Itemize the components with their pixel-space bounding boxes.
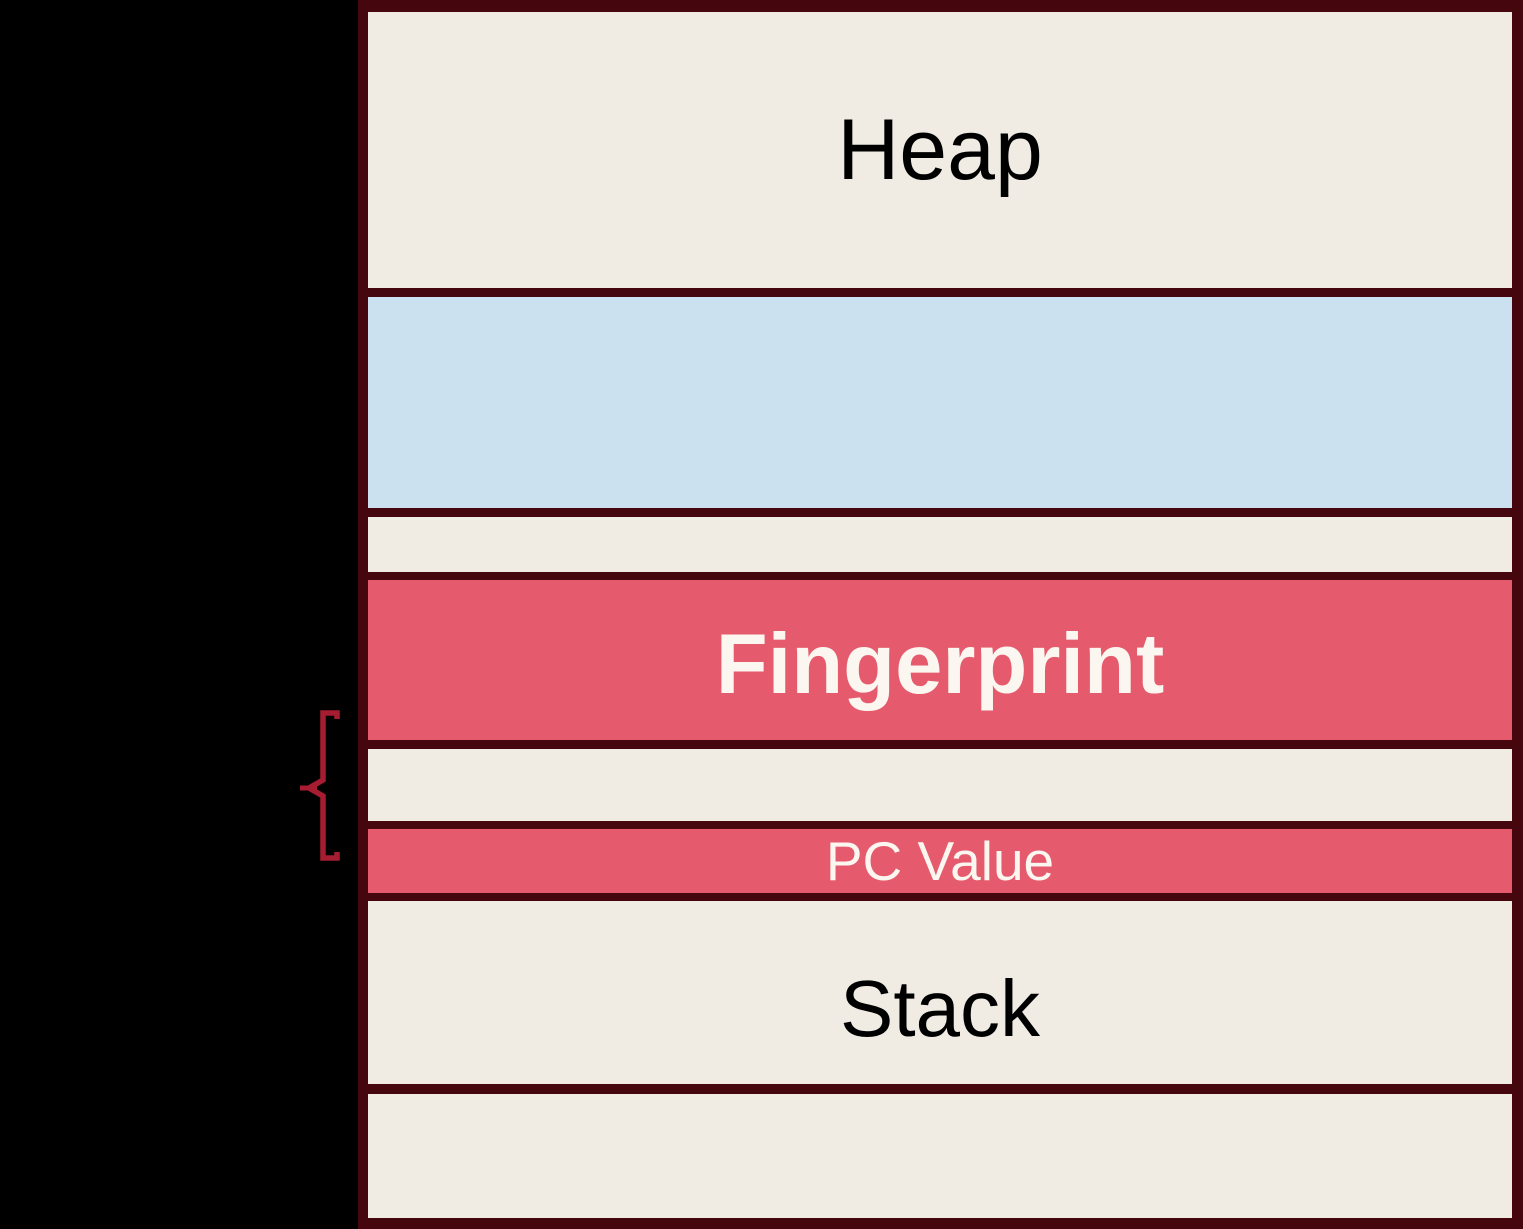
spacer-middle-box [368, 749, 1512, 821]
curly-brace-left-icon [300, 710, 340, 861]
heap-box: Heap [368, 12, 1512, 288]
mapped-region-box [368, 297, 1512, 508]
stack-label: Stack [839, 963, 1041, 1053]
fingerprint-box: Fingerprint [368, 580, 1512, 740]
heap-label: Heap [837, 102, 1043, 198]
stack-box: Stack [368, 901, 1512, 1084]
pc-value-box: PC Value [368, 829, 1512, 893]
pc-value-label: PC Value [825, 829, 1055, 892]
spacer-bottom-box [368, 1094, 1512, 1218]
spacer-upper-box [368, 517, 1512, 572]
memory-layout-diagram: Heap Fingerprint PC Value Stack [358, 0, 1523, 1229]
fingerprint-label: Fingerprint [715, 616, 1165, 712]
